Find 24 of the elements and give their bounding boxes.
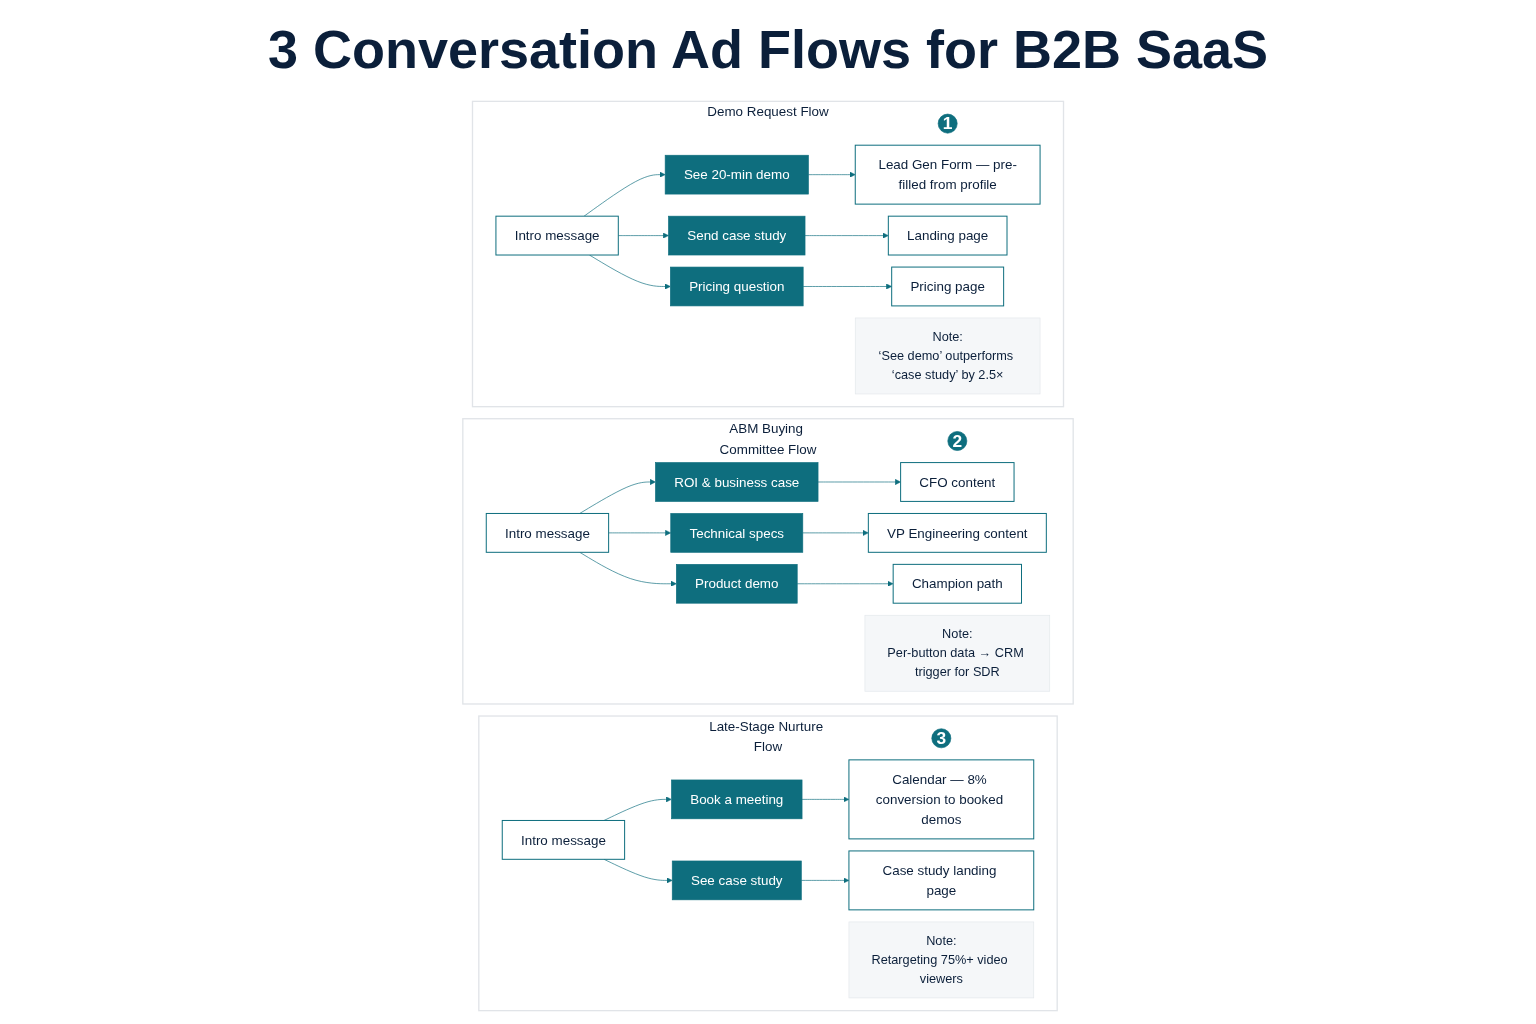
node-box: Product demo bbox=[676, 564, 798, 604]
node-box: Intro message bbox=[485, 512, 610, 553]
node-box: Landing page bbox=[887, 215, 1008, 256]
node-box: Pricing question bbox=[670, 266, 804, 307]
node-box: Book a meeting bbox=[671, 779, 803, 820]
node-box: Technical specs bbox=[670, 513, 804, 553]
node-box: Note: Per-button data → CRM trigger for SDR bbox=[864, 614, 1051, 692]
node-box: Case study landing page bbox=[848, 850, 1035, 911]
node-box: ROI & business case bbox=[655, 462, 819, 502]
node-box: See case study bbox=[671, 860, 802, 901]
node-box: VP Engineering content bbox=[867, 512, 1047, 553]
node-box: Champion path bbox=[892, 563, 1022, 604]
node-box: Intro message bbox=[501, 819, 626, 860]
node-circle: 1 bbox=[937, 113, 958, 134]
node-box: Pricing page bbox=[891, 266, 1005, 307]
node-box: See 20-min demo bbox=[664, 154, 809, 195]
node-box: Calendar — 8% conversion to booked demos bbox=[848, 759, 1035, 840]
node-circle: 2 bbox=[947, 431, 968, 451]
node-circle: 3 bbox=[931, 728, 952, 749]
node-box: CFO content bbox=[900, 462, 1015, 502]
diagram-title: 3 Conversation Ad Flows for B2B SaaS bbox=[266, 18, 1270, 80]
node-box: Lead Gen Form — pre-filled from profile bbox=[854, 144, 1041, 205]
node-box: Intro message bbox=[495, 215, 619, 256]
node-box: Send case study bbox=[668, 215, 806, 256]
